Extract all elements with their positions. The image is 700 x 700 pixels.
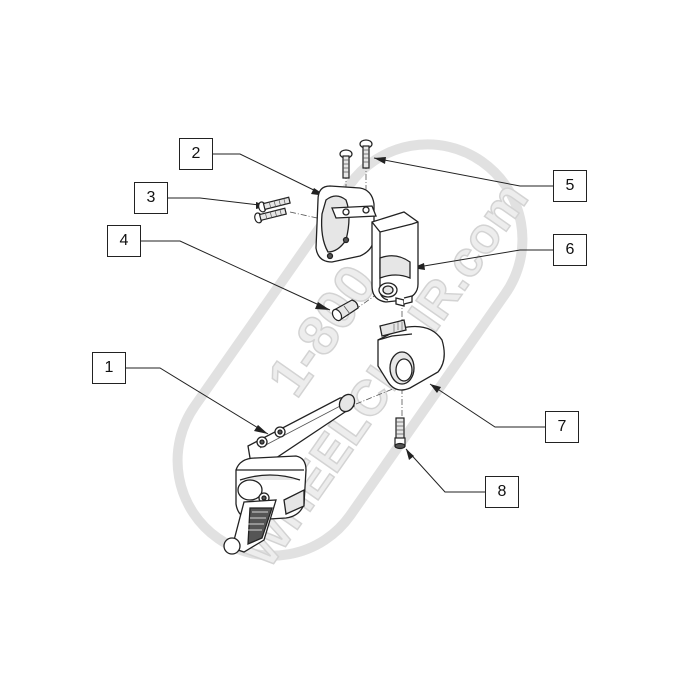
callout-label-6: 6: [565, 241, 575, 258]
arrow-5: [374, 157, 386, 164]
leader-line-3: [168, 197, 269, 207]
callout-7: 7: [545, 411, 579, 443]
callout-label-4: 4: [119, 232, 129, 249]
leader-line-5: [373, 157, 553, 187]
callout-label-5: 5: [565, 177, 575, 194]
callout-3: 3: [134, 182, 168, 214]
leader-line-8: [405, 448, 485, 493]
callout-2: 2: [179, 138, 213, 170]
leader-line-2: [213, 153, 327, 197]
watermark-border: [172, 139, 528, 561]
arrow-8: [406, 449, 414, 460]
callout-8: 8: [485, 476, 519, 508]
leader-lines: [126, 153, 553, 493]
leader-line-6: [411, 249, 553, 269]
leader-line-4: [141, 240, 331, 311]
callout-label-7: 7: [557, 418, 567, 435]
arrow-7: [430, 384, 441, 393]
leader-line-1: [126, 367, 269, 435]
part-1-lever-assembly: [223, 393, 356, 555]
part-2-clamp: [315, 185, 377, 263]
callout-6: 6: [553, 234, 587, 266]
part-6-clamp-block: [371, 211, 419, 307]
arrow-1: [254, 425, 268, 434]
callout-label-2: 2: [191, 145, 201, 162]
leader-line-7: [429, 383, 545, 428]
callout-label-1: 1: [104, 359, 114, 376]
callout-4: 4: [107, 225, 141, 257]
callout-1: 1: [92, 352, 126, 384]
part-3-screws: [254, 196, 291, 224]
part-8-screw: [394, 417, 406, 450]
watermark: 1-800 WHEELCHAIR.com: [172, 139, 540, 578]
callout-label-3: 3: [146, 189, 156, 206]
part-7-tube-clamp: [377, 319, 445, 391]
callout-5: 5: [553, 170, 587, 202]
part-4-pin: [331, 299, 359, 322]
callout-label-8: 8: [497, 483, 507, 500]
axis-tube: [355, 387, 396, 405]
part-5-screws: [339, 139, 373, 179]
arrow-4: [315, 302, 330, 310]
